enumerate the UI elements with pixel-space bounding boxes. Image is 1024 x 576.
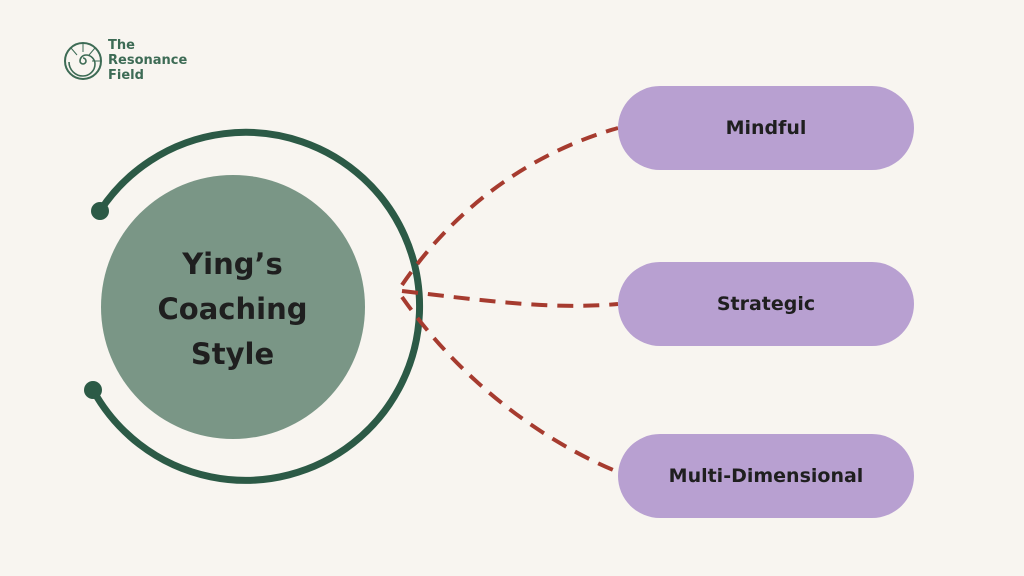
nautilus-shell-icon bbox=[64, 41, 102, 80]
node-label: Mindful bbox=[725, 117, 807, 139]
brand-line-3: Field bbox=[108, 68, 144, 83]
brand-line-1: The bbox=[108, 38, 135, 53]
center-title: Ying’s Coaching Style bbox=[105, 242, 360, 377]
brand-logo: The Resonance Field bbox=[62, 38, 187, 83]
node-label: Strategic bbox=[716, 293, 816, 315]
node-strategic: Strategic bbox=[618, 262, 914, 346]
center-title-line-1: Ying’s bbox=[182, 247, 283, 281]
center-ring-arc bbox=[89, 128, 424, 484]
connector-strategic bbox=[401, 289, 619, 308]
connector-mindful bbox=[400, 126, 619, 287]
ring-end-dot-top bbox=[91, 202, 109, 220]
brand-name: The Resonance Field bbox=[108, 38, 187, 83]
center-title-line-3: Style bbox=[190, 337, 275, 371]
ring-end-dot-bottom bbox=[84, 381, 102, 399]
node-multi-dimensional: Multi-Dimensional bbox=[618, 434, 914, 518]
brand-line-2: Resonance bbox=[108, 53, 188, 68]
connector-multi-dimensional bbox=[400, 295, 619, 474]
center-circle bbox=[101, 175, 365, 439]
center-title-line-2: Coaching bbox=[157, 292, 308, 326]
node-label: Multi-Dimensional bbox=[668, 465, 864, 487]
node-mindful: Mindful bbox=[618, 86, 914, 170]
